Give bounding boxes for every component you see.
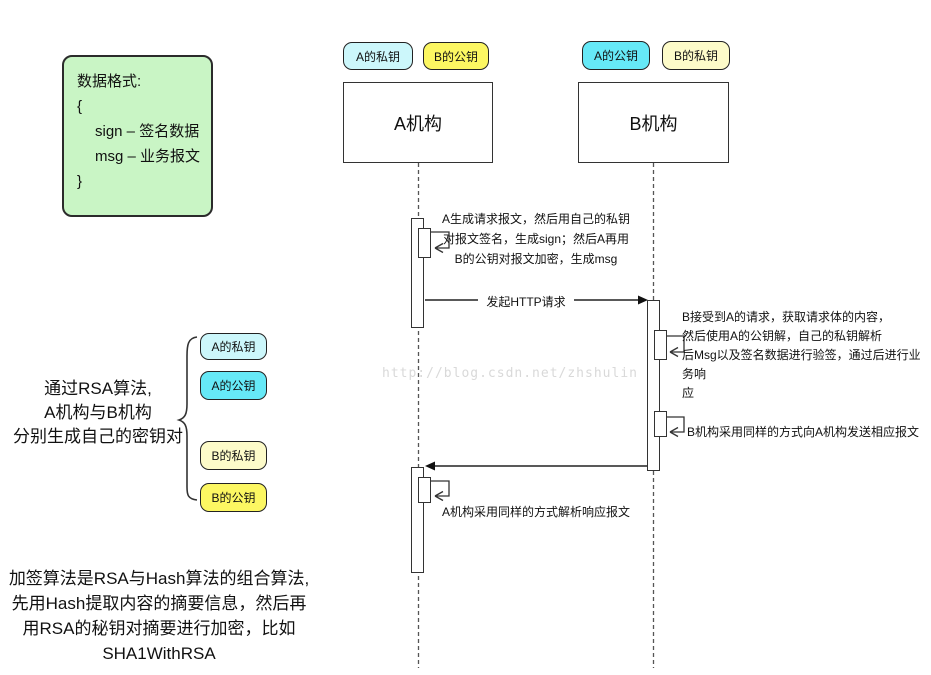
note-b-step1: B接受到A的请求，获取请求体的内容， 然后使用A的公钥解，自己的私钥解析 后Ms… — [682, 308, 930, 403]
note-b-step2: B机构采用同样的方式向A机构发送相应报文 — [687, 425, 920, 439]
data-format-line-msg: msg – 业务报文 — [95, 148, 201, 165]
note-line: B的公钥对报文加密，生成msg — [454, 252, 618, 266]
actor-box-a: A机构 — [343, 82, 493, 163]
activation-bar-a1-nested — [417, 228, 431, 258]
key-chip-a-public-top: A的公钥 — [582, 41, 650, 70]
key-chip-a-private-list: A的私钥 — [200, 333, 267, 360]
key-chip-b-public-list: B的公钥 — [200, 483, 267, 512]
note-line: 通过RSA算法, — [44, 379, 152, 398]
actor-box-b: B机构 — [578, 82, 729, 163]
self-message-a1 — [431, 231, 450, 254]
watermark-url: http://blog.csdn.net/zhshulin — [382, 366, 638, 381]
note-line: 用RSA的秘钥对摘要进行加密，比如 — [22, 619, 296, 638]
http-request-arrowhead — [638, 295, 648, 305]
note-a-step1: A生成请求报文，然后用自己的私钥 对报文签名，生成sign；然后A再用 B的公钥… — [436, 209, 636, 269]
note-line: 对报文签名，生成sign；然后A再用 — [442, 232, 630, 246]
key-chip-b-private-list: B的私钥 — [200, 441, 267, 470]
note-line: 后Msg以及签名数据进行验签，通过后进行业务响 — [682, 348, 921, 381]
note-a-step2: A机构采用同样的方式解析响应报文 — [442, 505, 631, 519]
key-chip-b-public-top: B的公钥 — [423, 42, 489, 70]
note-line: A机构与B机构 — [44, 403, 152, 422]
data-format-line: } — [77, 173, 83, 190]
key-chip-a-public-list: A的公钥 — [200, 371, 267, 400]
note-line: 分别生成自己的密钥对 — [13, 427, 183, 446]
data-format-note: 数据格式: { sign – 签名数据 msg – 业务报文 } — [62, 55, 213, 217]
self-message-b2 — [666, 416, 685, 438]
data-format-line-sign: sign – 签名数据 — [95, 123, 200, 140]
self-message-a2 — [431, 480, 450, 502]
note-line: A生成请求报文，然后用自己的私钥 — [441, 212, 630, 226]
activation-bar-b — [647, 300, 660, 471]
note-sign-algorithm: 加签算法是RSA与Hash算法的组合算法, 先用Hash提取内容的摘要信息，然后… — [2, 566, 316, 666]
note-line: B接受到A的请求，获取请求体的内容， — [682, 310, 891, 324]
activation-bar-a2-nested — [417, 477, 431, 503]
note-line: SHA1WithRSA — [102, 644, 216, 663]
key-chip-b-private-top: B的私钥 — [662, 41, 730, 70]
self-message-b1 — [666, 335, 685, 358]
curly-brace — [176, 336, 198, 501]
data-format-line: { — [77, 98, 83, 115]
data-format-line: 数据格式: — [77, 73, 142, 90]
response-arrowhead — [425, 461, 435, 471]
note-rsa-keypair: 通过RSA算法, A机构与B机构 分别生成自己的密钥对 — [6, 377, 190, 449]
key-chip-a-private-top: A的私钥 — [343, 42, 413, 70]
activation-bar-b-nested-1 — [653, 330, 667, 360]
http-request-label: 发起HTTP请求 — [478, 293, 574, 310]
note-line: 然后使用A的公钥解，自己的私钥解析 — [682, 329, 883, 343]
activation-bar-b-nested-2 — [653, 411, 667, 437]
note-line: 先用Hash提取内容的摘要信息，然后再 — [11, 594, 307, 613]
note-line: 应 — [682, 386, 695, 400]
note-line: 加签算法是RSA与Hash算法的组合算法, — [8, 569, 310, 588]
